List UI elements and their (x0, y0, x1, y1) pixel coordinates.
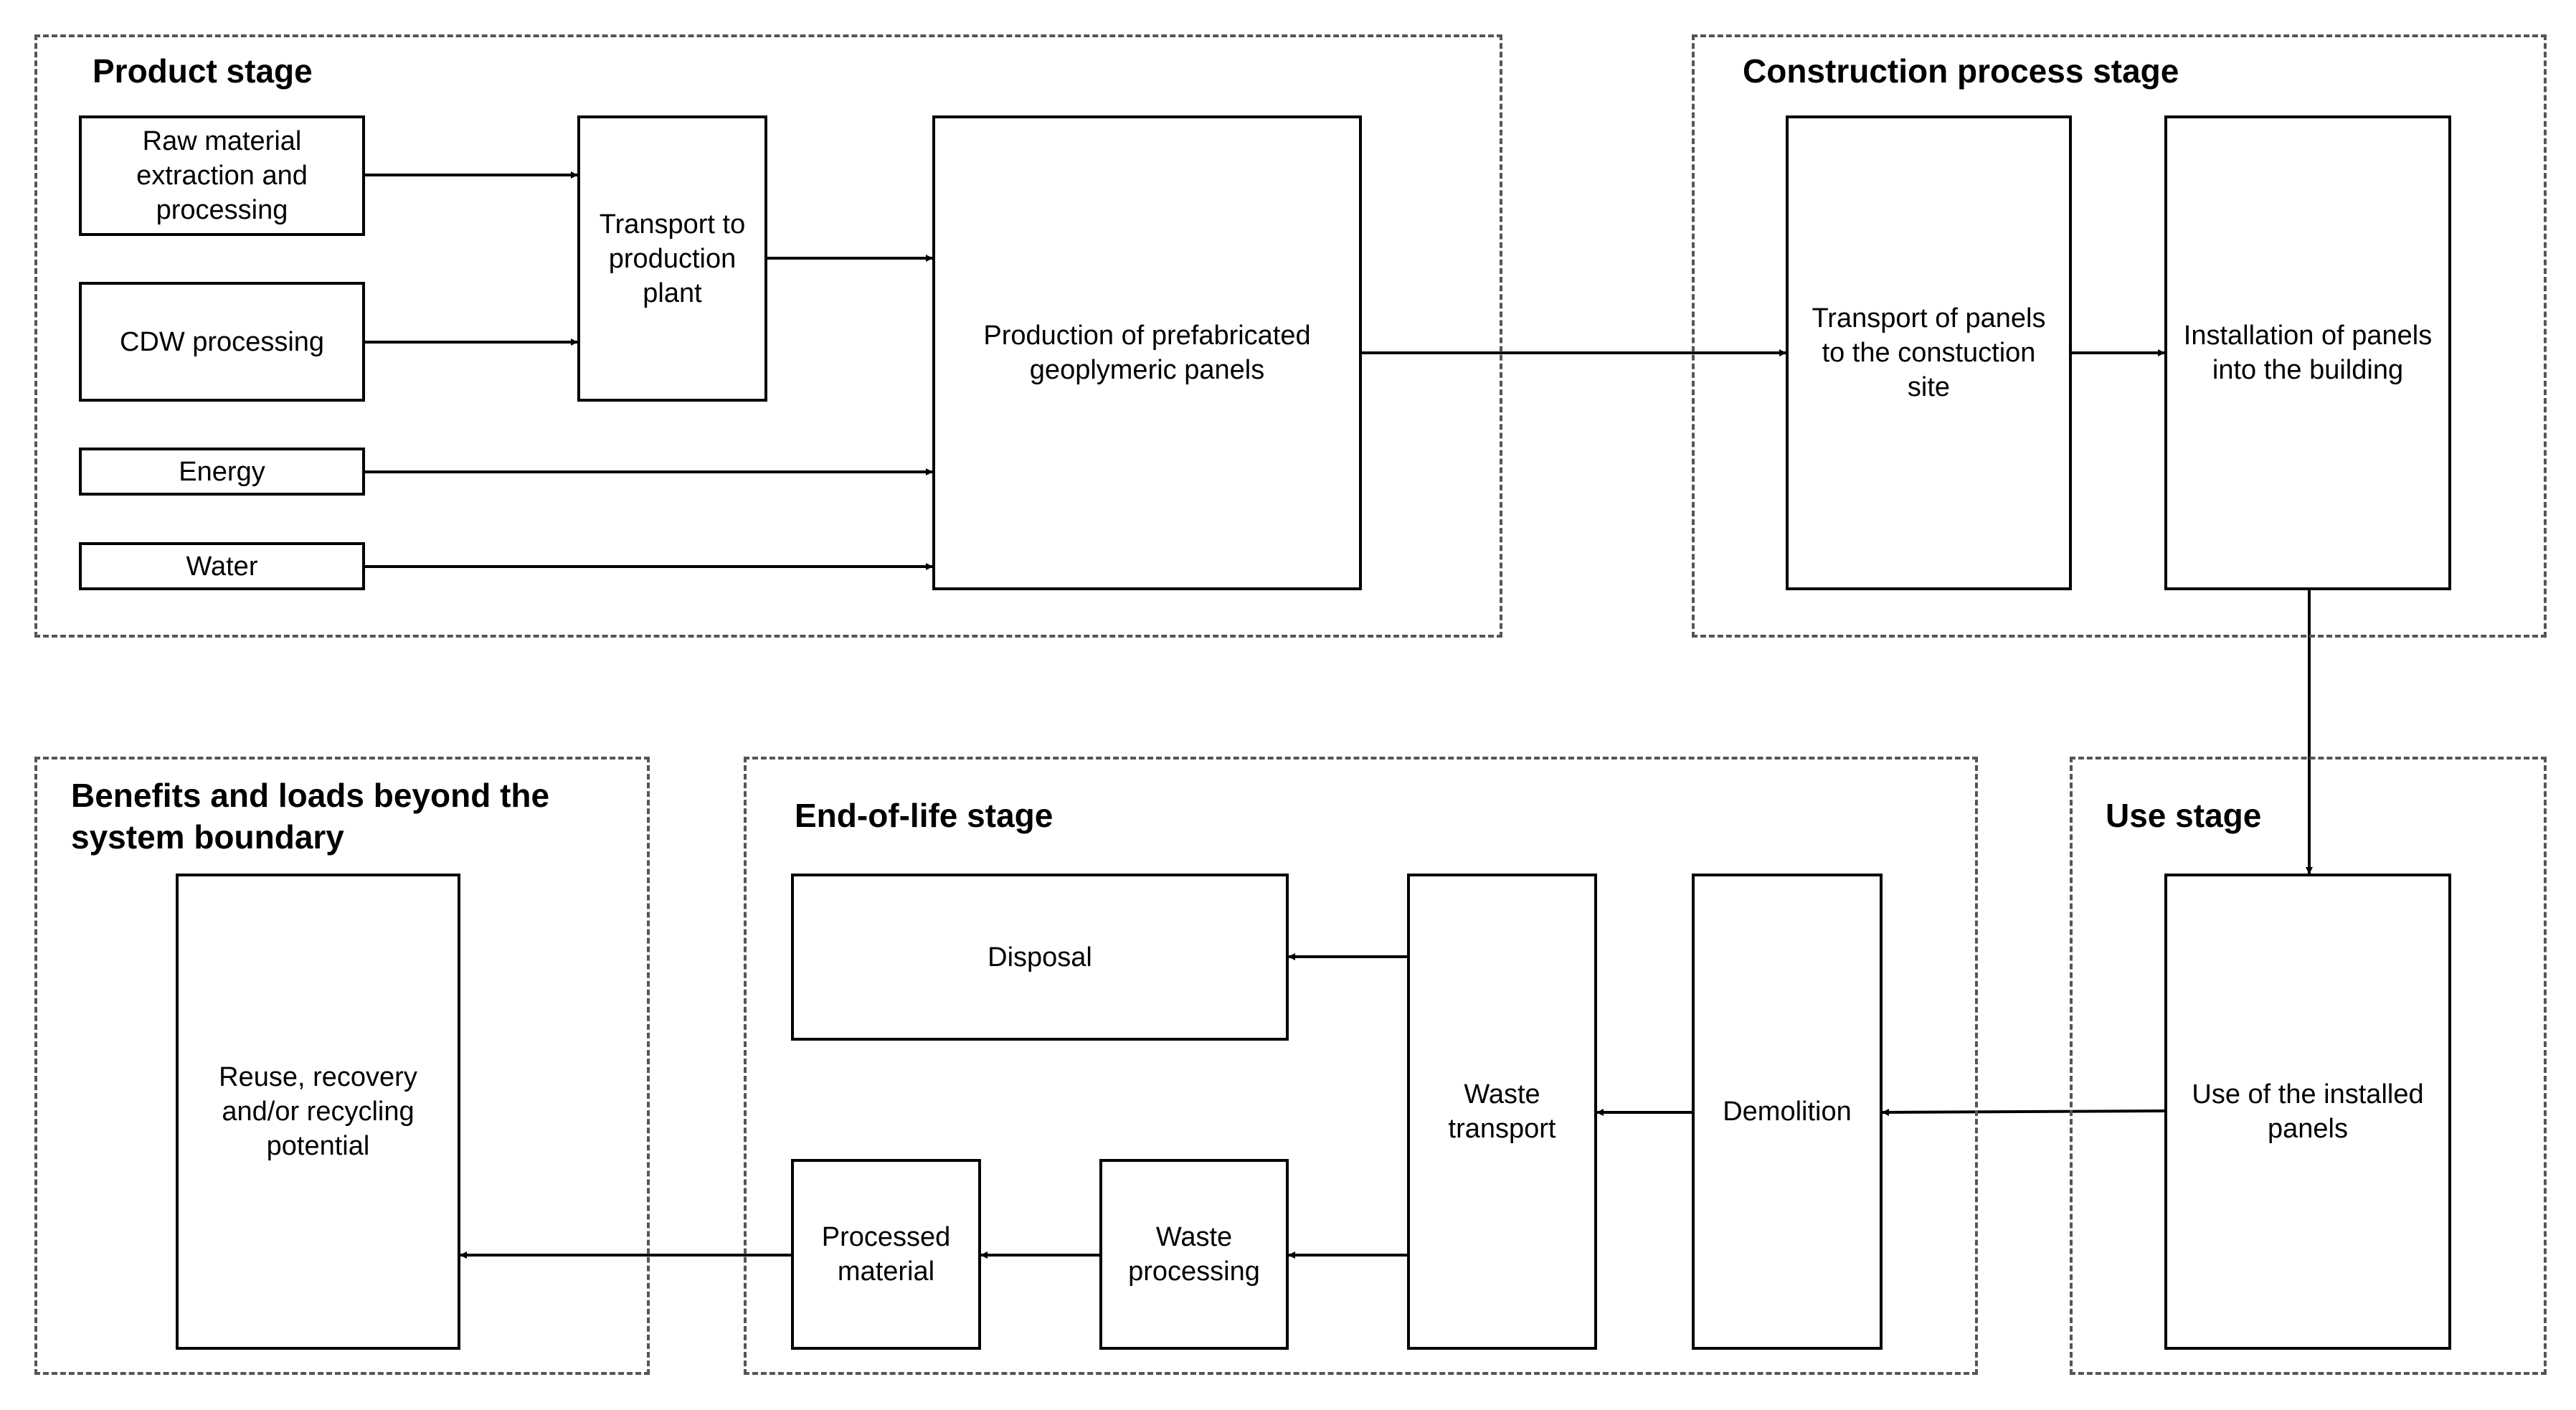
end-of-life-stage-boundary (744, 757, 1978, 1375)
use-of-panels-label: Use of the installed panels (2192, 1079, 2424, 1144)
product-stage-title: Product stage (93, 52, 313, 90)
installation-label: Installation of panels into the building (2183, 321, 2433, 385)
construction-stage-title: Construction process stage (1743, 52, 2179, 90)
arrow-use-to-demolition (1882, 1108, 2165, 1116)
end-of-life-stage-title: End-of-life stage (795, 797, 1053, 834)
transport-to-plant-label: Transport to production plant (599, 209, 746, 308)
production-label: Production of prefabricated geoplymeric … (983, 321, 1311, 385)
processed-material-node: Processed material (791, 1159, 981, 1350)
raw-material-label: Raw material extraction and processing (136, 126, 308, 225)
cdw-processing-node: CDW processing (79, 282, 365, 402)
construction-stage-boundary (1692, 34, 2547, 638)
water-label: Water (186, 551, 258, 582)
processed-material-label: Processed material (821, 1222, 951, 1287)
production-node: Production of prefabricated geoplymeric … (932, 115, 1362, 590)
use-of-panels-node: Use of the installed panels (2164, 874, 2451, 1350)
use-stage-boundary (2070, 757, 2547, 1375)
waste-processing-node: Waste processing (1099, 1159, 1289, 1350)
demolition-label: Demolition (1723, 1097, 1852, 1127)
reuse-recovery-recycling-node: Reuse, recovery and/or recycling potenti… (176, 874, 460, 1350)
disposal-node: Disposal (791, 874, 1289, 1041)
transport-to-site-node: Transport of panels to the constuction s… (1786, 115, 2072, 590)
raw-material-node: Raw material extraction and processing (79, 115, 365, 236)
product-stage-boundary (34, 34, 1502, 638)
waste-transport-label: Waste transport (1448, 1079, 1556, 1144)
use-stage-title: Use stage (2106, 797, 2262, 834)
cdw-processing-label: CDW processing (119, 326, 325, 357)
installation-node: Installation of panels into the building (2164, 115, 2451, 590)
reuse-recovery-recycling-label: Reuse, recovery and/or recycling potenti… (219, 1062, 417, 1161)
beyond-boundary-stage-title: Benefits and loads beyond the system bou… (71, 777, 550, 856)
transport-to-plant-node: Transport to production plant (577, 115, 767, 402)
disposal-label: Disposal (988, 942, 1092, 973)
water-node: Water (79, 542, 365, 590)
beyond-boundary-stage-boundary (34, 757, 650, 1375)
demolition-node: Demolition (1692, 874, 1883, 1350)
waste-transport-node: Waste transport (1407, 874, 1597, 1350)
energy-node: Energy (79, 448, 365, 496)
waste-processing-label: Waste processing (1128, 1222, 1260, 1287)
energy-label: Energy (179, 456, 265, 487)
transport-to-site-label: Transport of panels to the constuction s… (1812, 303, 2046, 402)
